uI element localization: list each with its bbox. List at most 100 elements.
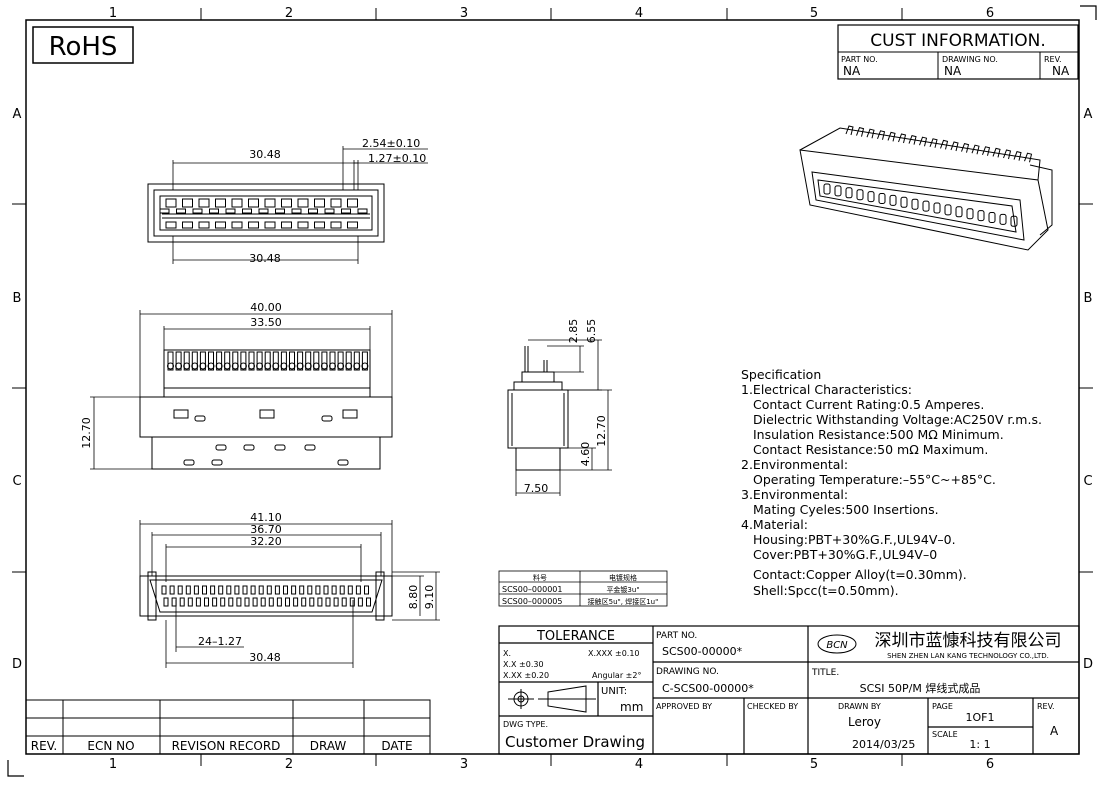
- bottom-pin: [185, 585, 191, 595]
- contact-pin: [256, 351, 263, 371]
- iso-pin: [834, 185, 842, 197]
- bottom-pin: [301, 597, 307, 607]
- pin-pad: [314, 198, 325, 208]
- revision-table: [25, 699, 431, 755]
- bottom-pin: [204, 597, 209, 607]
- contact-pin: [345, 351, 352, 371]
- svg-text:REV.: REV.: [1044, 55, 1062, 64]
- pin-pad: [182, 198, 193, 208]
- col-label: 5: [810, 6, 818, 21]
- svg-text:Specification: Specification: [741, 367, 821, 382]
- col-label: 3: [460, 6, 468, 21]
- top-view: [147, 183, 385, 243]
- iso-pin: [988, 212, 996, 223]
- contact-hole: [337, 362, 345, 370]
- pin-pad: [176, 208, 186, 214]
- bottom-pin: [355, 585, 361, 595]
- bottom-pin: [244, 597, 250, 607]
- iso-pin: [1013, 151, 1022, 161]
- contact-pin: [297, 351, 304, 371]
- contact-pin: [240, 351, 247, 371]
- svg-text:4.Material:: 4.Material:: [741, 517, 808, 532]
- pin-pad: [264, 198, 276, 208]
- tolerance-label: TOLERANCE: [536, 629, 615, 644]
- bottom-pin: [285, 597, 290, 607]
- contact-pin: [208, 351, 214, 371]
- dim-label: 32.20: [250, 535, 282, 548]
- dim-label: 7.50: [524, 482, 549, 495]
- dim-label: 2.54±0.10: [362, 137, 420, 150]
- pin-pad: [341, 208, 351, 214]
- iso-pin: [866, 128, 875, 139]
- contact-hole: [329, 362, 336, 370]
- bottom-pin: [309, 597, 315, 607]
- bottom-pin: [226, 585, 232, 595]
- row-label: B: [13, 291, 22, 306]
- iso-pin: [1024, 152, 1033, 163]
- row-label: C: [12, 474, 21, 489]
- col-label: 6: [986, 6, 994, 21]
- pin-pad: [314, 221, 325, 229]
- iso-pin: [982, 146, 991, 156]
- bottom-pin: [276, 597, 282, 607]
- contact-pin: [216, 351, 223, 371]
- dim-label: 4.60: [579, 442, 592, 467]
- contact-pin: [191, 351, 198, 371]
- iso-pin: [877, 130, 886, 140]
- dim-label: 6.55: [585, 319, 598, 344]
- bottom-pin: [283, 585, 288, 595]
- iso-pin: [845, 187, 853, 199]
- iso-pin: [878, 193, 886, 204]
- bottom-pin: [161, 585, 167, 595]
- svg-text:X.XX ±0.20: X.XX ±0.20: [503, 671, 549, 680]
- contact-pin: [272, 351, 279, 371]
- bottom-pin: [331, 585, 337, 595]
- contact-hole: [280, 362, 288, 370]
- iso-pin: [911, 198, 919, 210]
- contact-hole: [191, 362, 199, 370]
- pin-pad: [192, 208, 203, 214]
- svg-text:2.Environmental:: 2.Environmental:: [741, 457, 848, 472]
- contact-hole: [361, 362, 369, 370]
- pin-pad: [209, 208, 219, 214]
- contact-pin: [329, 351, 336, 371]
- svg-text:Contact Current Rating:0.5: Contact Current Rating:0.5 Amperes.: [753, 397, 984, 412]
- iso-pin: [940, 139, 949, 150]
- bottom-pin: [258, 585, 264, 595]
- bottom-pin: [210, 585, 216, 595]
- contact-pin: [167, 351, 174, 371]
- bottom-pin: [315, 585, 321, 595]
- dim-label: 33.50: [250, 316, 282, 329]
- contact-hole: [167, 362, 174, 370]
- bottom-pin: [325, 597, 331, 607]
- dim-label: 24–1.27: [198, 635, 242, 648]
- pin-pad: [215, 221, 226, 229]
- svg-text:mm: mm: [620, 700, 643, 714]
- bottom-pin: [317, 597, 323, 607]
- svg-text:REV.: REV.: [1037, 702, 1055, 711]
- contact-hole: [256, 362, 264, 370]
- svg-text:Contact:Copper Alloy(t=0.30mm: Contact:Copper Alloy(t=0.30mm).: [753, 567, 967, 582]
- dim-label: 40.00: [250, 301, 282, 314]
- iso-pin: [944, 204, 952, 216]
- pin-pad: [165, 221, 177, 229]
- svg-text:NA: NA: [1052, 64, 1070, 78]
- dim-label: 30.48: [249, 252, 281, 265]
- pin-pad: [357, 208, 368, 214]
- col-label: 4: [635, 757, 643, 772]
- svg-text:X.XXX ±0.10: X.XXX ±0.10: [588, 649, 640, 658]
- svg-text:DWG TYPE.: DWG TYPE.: [503, 720, 548, 729]
- iso-pin: [867, 191, 875, 203]
- svg-text:Dielectric Withstanding Volt: Dielectric Withstanding Voltage:AC250V r…: [753, 412, 1042, 427]
- iso-pin: [919, 136, 928, 147]
- svg-text:APPROVED BY: APPROVED BY: [656, 702, 712, 711]
- svg-text:NA: NA: [944, 64, 962, 78]
- svg-text:2014/03/25: 2014/03/25: [852, 738, 915, 751]
- dim-label: 8.80: [407, 585, 420, 610]
- contact-hole: [199, 362, 207, 370]
- rev-header: DATE: [381, 739, 412, 753]
- pin-pad: [198, 198, 210, 208]
- contact-pin: [280, 351, 287, 371]
- plating-cell: SCS00–000001: [502, 585, 562, 594]
